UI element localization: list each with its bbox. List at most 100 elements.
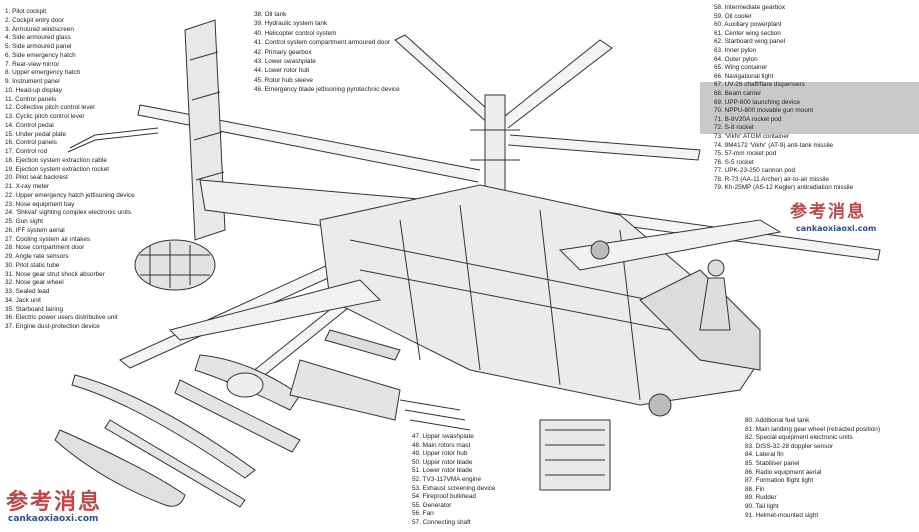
legend-item: 30. Pitot static tube: [5, 261, 60, 269]
legend-item: 67. UV-26 chaff/flare dispensers: [714, 81, 805, 89]
nose-gear-wheel: [648, 393, 672, 417]
wing: [558, 219, 782, 271]
legend-item: 29. Angle rate sensors: [5, 253, 69, 260]
upper-rotor-blade: [394, 34, 498, 126]
legend-item: 89. Rudder: [745, 494, 777, 502]
avionics-unit: [539, 419, 611, 491]
wing: [169, 279, 382, 341]
legend-list-bottom-right: 80. Additional fuel tank 81. Main landin…: [745, 417, 880, 520]
legend-item: 20. Pilot seat backrest: [5, 174, 68, 182]
legend-item: 16. Control panels: [5, 139, 57, 147]
legend-item: 57. Connecting shaft: [412, 518, 471, 526]
legend-item: 61. Center wing section: [714, 29, 781, 37]
legend-item: 26. IFF system aerial: [5, 226, 65, 234]
fuel-tank: [54, 429, 186, 507]
legend-item: 12. Collective pitch control lever: [5, 104, 96, 112]
legend-item: 21. X-ray meter: [5, 183, 50, 190]
legend-item: 13. Cyclic pitch control lever: [5, 113, 85, 120]
legend-item: 58. Intermediate gearbox: [714, 4, 786, 11]
legend-item: 22. Upper emergency hatch jettisoning de…: [5, 191, 135, 199]
cockpit-canopy: [639, 269, 761, 371]
legend-item: 31. Nose gear strut shock absorber: [5, 270, 105, 278]
legend-item: 76. S-5 rocket: [714, 158, 754, 166]
legend-item: 71. B-8V20A rocket pod: [714, 115, 782, 123]
legend-list-bottom-middle: 47. Upper swashplate 48. Main rotors mas…: [412, 433, 495, 528]
legend-item: 10. Head-up display: [5, 86, 62, 94]
legend-item: 43. Lower swashplate: [254, 58, 316, 66]
cannon-pod: [174, 379, 301, 453]
upper-rotor-blade: [507, 134, 701, 161]
watermark-url: cankaoxiaoxi.com: [8, 514, 99, 524]
legend-item: 68. Beam carrier: [714, 89, 762, 97]
s8-rocket: [399, 399, 471, 431]
rotor-blade: [137, 104, 481, 183]
legend-item: 63. Inner pylon: [714, 46, 757, 54]
legend-item: 82. Special equipment electronic units: [745, 434, 853, 442]
legend-item: 23. Nose equipment bay: [5, 200, 75, 208]
legend-item: 54. Fireproof bulkhead: [412, 493, 476, 501]
legend-item: 36. Electric power users distributive un…: [5, 314, 118, 322]
legend-item: 19. Ejection system extraction rocket: [5, 165, 110, 173]
legend-item: 85. Stabiliser panel: [745, 459, 800, 467]
legend-item: 59. Oil cooler: [714, 12, 752, 20]
legend-item: 87. Formation flight light: [745, 477, 814, 485]
legend-list-left: 1. Pilot cockpit 2. Cockpit entry door 3…: [5, 8, 135, 332]
legend-item: 5. Side armoured panel: [5, 43, 72, 50]
atgm-container: [289, 359, 401, 421]
legend-item: 7. Rear-view mirror: [5, 60, 60, 68]
gun-mount: [324, 329, 401, 361]
legend-item: 70. NPPU-800 movable gun mount: [714, 107, 814, 115]
legend-item: 79. Kh-25MP (AS-12 Kegler) antiradiation…: [714, 184, 854, 192]
legend-item: 37. Engine dust-protection device: [5, 323, 100, 330]
legend-item: 88. Fin: [745, 485, 765, 493]
legend-item: 25. Gun sight: [5, 218, 44, 225]
fuselage: [319, 184, 761, 406]
legend-item: 56. Fan: [412, 510, 434, 518]
legend-item: 74. 9M4172 'Vikhr' (AT-9) anti-tank miss…: [714, 141, 834, 149]
main-gear-wheel: [590, 240, 610, 260]
legend-item: 84. Lateral fin: [745, 451, 784, 459]
legend-item: 49. Upper rotor hub: [412, 450, 468, 458]
legend-item: 3. Armoured windscreen: [5, 25, 74, 33]
legend-item: 33. Sealed lead: [5, 288, 50, 295]
legend-item: 32. Nose gear wheel: [5, 279, 64, 287]
legend-item: 86. Radio equipment aerial: [745, 468, 822, 476]
legend-item: 51. Lower rotor blade: [412, 467, 473, 475]
legend-item: 81. Main landing gear wheel (retracted p…: [745, 425, 880, 433]
legend-item: 69. UPP-800 launching device: [714, 98, 800, 106]
legend-item: 55. Generator: [412, 501, 452, 509]
legend-item: 6. Side emergency hatch: [5, 51, 76, 59]
legend-item: 91. Helmet-mounted sight: [745, 511, 819, 519]
legend-item: 1. Pilot cockpit: [5, 8, 47, 15]
legend-item: 64. Outer pylon: [714, 55, 758, 63]
legend-item: 42. Primary gearbox: [254, 48, 312, 56]
legend-item: 75. 57-mm rocket pod: [714, 150, 777, 158]
legend-item: 40. Helicopter control system: [254, 29, 337, 37]
legend-item: 45. Rotor hub sleeve: [254, 76, 313, 84]
legend-item: 90. Tail light: [745, 502, 779, 510]
watermark-logo: 参考消息: [6, 490, 103, 515]
legend-item: 41. Control system compartment armoured …: [254, 39, 391, 47]
legend-item: 44. Lower rotor hub: [254, 67, 310, 75]
legend-item: 38. Oil tank: [254, 11, 287, 18]
legend-item: 47. Upper swashplate: [412, 433, 474, 440]
legend-item: 60. Auxiliary powerplant: [714, 21, 782, 29]
legend-item: 17. Control rod: [5, 148, 48, 155]
missile-kh25: [71, 374, 256, 479]
upper-rotor-blade: [499, 39, 613, 129]
legend-item: 15. Under pedal plate: [5, 130, 67, 138]
watermark-band: [700, 82, 919, 134]
missile-r73: [104, 419, 246, 508]
legend-item: 50. Upper rotor blade: [412, 458, 473, 466]
legend-item: 78. R-73 (AA-11 Archer) air-to-air missi…: [714, 175, 829, 183]
rocket-pod-57mm: [226, 372, 264, 398]
legend-item: 8. Upper emergency hatch: [5, 69, 81, 77]
legend-item: 2. Cockpit entry door: [5, 16, 64, 24]
legend-item: 39. Hydraulic system tank: [254, 20, 328, 28]
legend-item: 27. Cooling system air intakes: [5, 235, 91, 243]
legend-list-top-middle: 38. Oil tank 39. Hydraulic system tank 4…: [254, 10, 400, 95]
engine: [134, 239, 216, 291]
watermark-logo: 参考消息: [790, 202, 866, 222]
